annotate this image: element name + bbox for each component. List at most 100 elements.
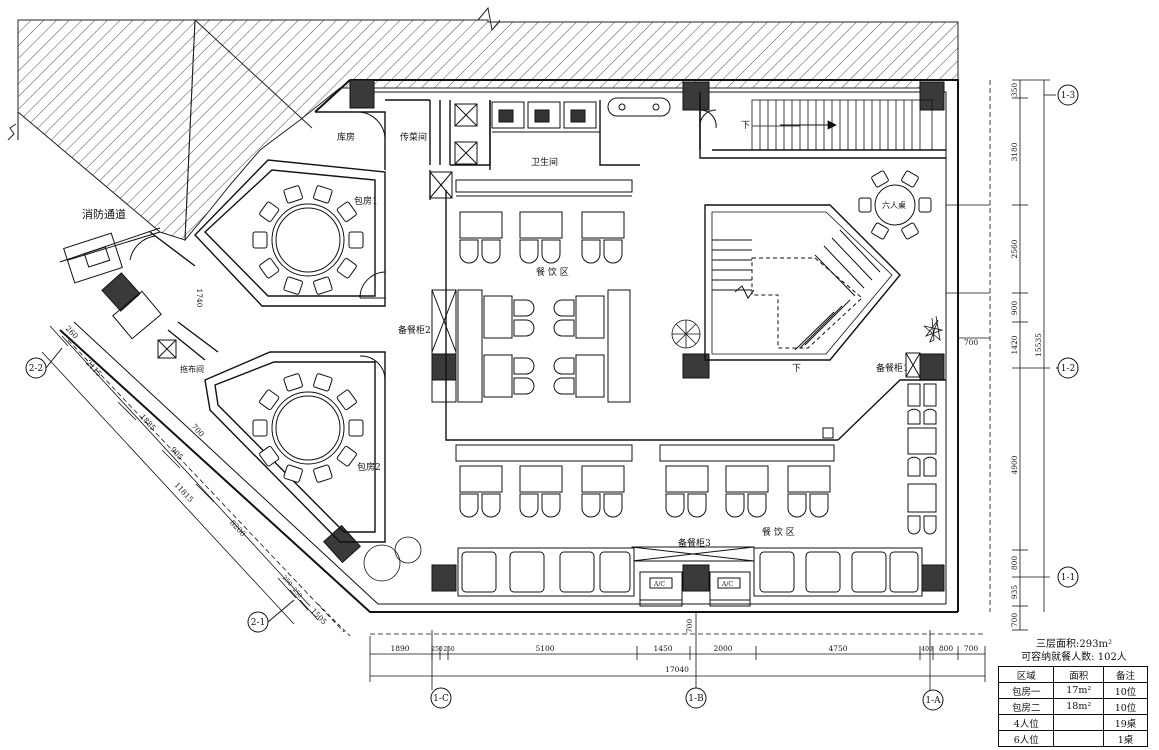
booth-seating (457, 547, 923, 597)
toilet-fixtures (491, 97, 671, 133)
stair-top (751, 99, 933, 151)
table-cell (1053, 730, 1104, 747)
ac-right-label: A/C (721, 581, 733, 588)
dim-bottom-total: 17040 (665, 665, 689, 674)
chair (259, 389, 280, 411)
dimension-text-right: 350 3180 2560 900 1420 4900 800 935 700 … (964, 83, 1043, 628)
dimension-lines-diagonal (41, 325, 351, 637)
dim-diag-2: 2115 (84, 358, 104, 378)
chair (336, 389, 357, 411)
fire-passage-label: 消防通道 (82, 207, 126, 221)
table-cell: 10位 (1102, 682, 1149, 699)
dim-bottom-1: 1890 (390, 644, 409, 653)
central-stair (704, 204, 901, 361)
stair-fixture-left (63, 232, 162, 340)
chair (336, 445, 357, 467)
mop-room-label: 拖布间 (180, 364, 204, 374)
axis-1-c: 1-C (433, 694, 449, 704)
chair (283, 185, 303, 204)
chair (336, 257, 357, 279)
dim-bottom-col: 700 (685, 619, 694, 634)
dimension-lines-right (946, 79, 1056, 631)
chair (348, 419, 364, 437)
capacity-text: 可容纳就餐人数: 102人 (1021, 652, 1127, 663)
axis-2-1: 2-1 (251, 618, 266, 628)
dim-right-9: 700 (1010, 613, 1019, 628)
table-row: 包房一 17m² 10位 (997, 682, 1149, 699)
outer-walls (17, 79, 959, 613)
dim-bottom-10: 700 (964, 644, 979, 653)
dim-right-7: 800 (1010, 556, 1019, 571)
chair (871, 222, 889, 240)
chair (313, 185, 333, 204)
chair (901, 170, 919, 188)
table-header-cell: 区域 (997, 666, 1055, 683)
table-row: 4人位 19桌 (997, 714, 1149, 731)
table-cell: 1桌 (1102, 730, 1149, 747)
chair (283, 276, 303, 295)
chair (283, 464, 303, 483)
dim-bottom-9: 800 (939, 644, 954, 653)
area-summary: 三层面积:293m² 可容纳就餐人数: 102人 区域 面积 备注 包房一 17… (997, 638, 1150, 747)
dim-right-1: 350 (1010, 83, 1019, 98)
dim-right-4: 900 (1010, 301, 1019, 316)
chair (313, 276, 333, 295)
dimension-text-bottom: 1890 250 250 5100 1450 2000 4750 400 800… (390, 619, 978, 674)
chair (252, 231, 268, 249)
table-cell: 4人位 (997, 714, 1055, 731)
dim-diag-1: 260 (64, 324, 81, 341)
dim-corridor: 1740 (195, 288, 204, 307)
private-room-1-label: 包房1 (354, 195, 378, 207)
plan-labels: 消防通道 库房 传菜间 卫生间 包房1 包房2 餐 饮 区 餐 饮 区 备餐柜1… (82, 121, 909, 588)
chair (918, 197, 932, 213)
cabinet-3-label: 备餐柜3 (678, 537, 711, 549)
table-cell: 17m² (1053, 682, 1104, 699)
table-row: 6人位 1桌 (997, 730, 1149, 747)
dim-bottom-3: 250 (443, 646, 455, 653)
chair (252, 419, 268, 437)
chair (313, 373, 333, 392)
storage-label: 库房 (337, 131, 355, 143)
chair (871, 170, 889, 188)
pass-room-label: 传菜间 (400, 131, 427, 143)
table-cell: 10位 (1102, 698, 1149, 715)
axis-2-2: 2-2 (29, 364, 44, 374)
table-cell: 18m² (1053, 698, 1104, 715)
round-table-room-2 (252, 373, 364, 483)
dimension-lines-bottom (369, 612, 986, 690)
floor-area-text: 三层面积:293m² (1036, 639, 1112, 650)
dining-tables (459, 211, 937, 535)
interior-walls (149, 92, 946, 543)
six-person-table (858, 170, 932, 240)
dim-bottom-5: 1450 (653, 644, 672, 653)
dim-right-5: 1420 (1010, 335, 1019, 354)
ac-left-label: A/C (653, 581, 665, 588)
dim-right-inner: 700 (964, 338, 979, 347)
service-shafts (157, 103, 478, 359)
dim-diag-5: 700 (190, 422, 207, 439)
axis-1-2: 1-2 (1061, 364, 1076, 374)
plants (363, 315, 944, 582)
chair (336, 201, 357, 223)
six-person-table-label: 六人桌 (882, 200, 906, 210)
table-cell: 包房二 (997, 698, 1055, 715)
axis-labels: 1-3 1-2 1-1 2-2 2-1 1-C 1-B 1-A (29, 91, 1076, 706)
dim-bottom-2: 250 (431, 646, 443, 653)
door-swings (129, 109, 717, 381)
chair (858, 197, 872, 213)
chair (259, 201, 280, 223)
table-cell: 包房一 (997, 682, 1055, 699)
dim-bottom-8: 400 (921, 646, 933, 653)
table-cell (1053, 714, 1104, 731)
structural-columns (101, 79, 945, 592)
dim-diag-6: 11815 (172, 481, 195, 505)
table-header-cell: 备注 (1102, 666, 1149, 683)
dim-bottom-7: 4750 (828, 644, 847, 653)
chair (313, 464, 333, 483)
private-room-2-label: 包房2 (357, 461, 381, 473)
dim-right-8: 935 (1010, 585, 1019, 600)
table-header-cell: 面积 (1053, 666, 1104, 683)
counters (455, 179, 835, 462)
area-table: 区域 面积 备注 包房一 17m² 10位 包房二 18m² 10位 4人位 1… (997, 666, 1149, 747)
